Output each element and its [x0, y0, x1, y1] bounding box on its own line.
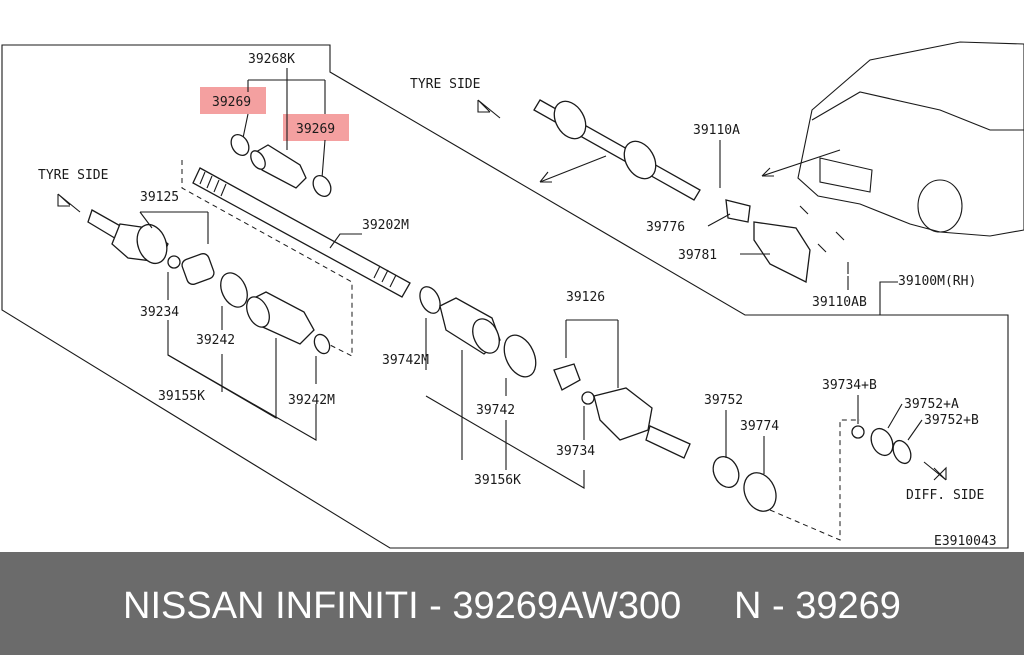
outer-joint-face [136, 223, 168, 265]
car-pointer-arrow [761, 149, 841, 177]
assembled-boot-inner [623, 140, 657, 180]
leader-39126 [565, 319, 619, 388]
shaft-39202m [192, 167, 411, 298]
label-39269-a: 39269 [212, 95, 251, 110]
label-39242: 39242 [196, 333, 235, 348]
leader-39242m [167, 354, 317, 441]
inner-joint-stem [645, 425, 691, 459]
label-39126: 39126 [566, 290, 605, 305]
assembled-boot-outer [553, 100, 587, 140]
leader-39776 [707, 213, 731, 227]
clamp-ring-39269-a [230, 134, 250, 156]
inner-joint-housing [593, 387, 653, 441]
seal-39752b [892, 439, 912, 465]
highlight-39269-b [283, 114, 349, 141]
arrow-tyre-side-top-icon [477, 99, 501, 119]
car-wheel [917, 179, 963, 233]
leader-39742m [425, 318, 585, 489]
arrow-diff-side-icon [923, 461, 947, 481]
dashed-bearing-outline [769, 419, 860, 541]
leader-39156k [461, 350, 507, 470]
label-39734b: 39734+B [822, 378, 877, 393]
tripod-39126 [553, 363, 581, 391]
label-39110ab: 39110AB [812, 295, 867, 310]
boot-outer-end [246, 296, 270, 328]
dashed-assembly-outline-left [181, 160, 353, 357]
caption-text: NISSAN INFINITI - 39269AW300 N - 39269 [123, 585, 901, 627]
label-39269-b: 39269 [296, 122, 335, 137]
label-39742m: 39742M [382, 353, 429, 368]
highlight-39269-a [200, 87, 266, 114]
label-39110a: 39110A [693, 123, 740, 138]
label-39774: 39774 [740, 419, 779, 434]
caption-banner [0, 552, 1024, 655]
leader-39100m [879, 281, 898, 315]
arrow-tyre-side-left-icon [57, 193, 81, 213]
label-39752: 39752 [704, 393, 743, 408]
clamp-ring-39269-b [312, 175, 332, 197]
label-39776: 39776 [646, 220, 685, 235]
label-tyre-side-top: TYRE SIDE [410, 77, 480, 92]
diagram-frame [1, 44, 1009, 549]
circlip-39734 [581, 391, 595, 405]
shaft-splines-left [199, 171, 227, 197]
label-39268k: 39268K [248, 52, 295, 67]
car-outline [797, 41, 1024, 237]
circlip-39734b [851, 425, 865, 439]
inset-arrow [539, 155, 607, 183]
band-39242m [313, 333, 331, 355]
label-39125: 39125 [140, 190, 179, 205]
label-diff-side: DIFF. SIDE [906, 488, 984, 503]
parts-diagram: 39268K 39269 39269 TYRE SIDE TYRE SIDE 3… [1, 41, 1024, 549]
label-39752b: 39752+B [924, 413, 979, 428]
bolts-39110ab [799, 205, 849, 274]
label-39202m: 39202M [362, 218, 409, 233]
boot-39268k [255, 144, 307, 189]
label-diagram-code: E3910043 [934, 534, 997, 549]
leader-39125 [139, 211, 209, 244]
circlip-39234 [167, 255, 181, 269]
leader-39752a [887, 403, 903, 429]
label-39752a: 39752+A [904, 397, 959, 412]
label-39234: 39234 [140, 305, 179, 320]
seal-39752 [712, 455, 740, 489]
leader-39268k [242, 68, 326, 179]
shaft-splines-right [373, 265, 397, 288]
leader-39752b [907, 419, 923, 441]
band-39742 [503, 334, 537, 378]
label-39100m: 39100M(RH) [898, 274, 976, 289]
label-39155k: 39155K [158, 389, 205, 404]
bracket-39776 [725, 199, 751, 223]
band-39742m [419, 286, 441, 314]
label-39742: 39742 [476, 403, 515, 418]
leader-39202m [329, 233, 362, 249]
label-39734: 39734 [556, 444, 595, 459]
label-39156k: 39156K [474, 473, 521, 488]
joint-bearing-39125 [181, 253, 215, 285]
label-tyre-side-left: TYRE SIDE [38, 168, 108, 183]
label-39781: 39781 [678, 248, 717, 263]
boot-inner-end [472, 318, 500, 354]
seal-39752a [870, 427, 894, 457]
boot-39268k-end [250, 150, 266, 170]
car-grille [819, 157, 873, 193]
label-39242m: 39242M [288, 393, 335, 408]
band-39242 [220, 272, 248, 308]
bracket-39781 [753, 221, 811, 283]
bearing-39774 [743, 472, 777, 512]
car-hood [811, 91, 1024, 131]
